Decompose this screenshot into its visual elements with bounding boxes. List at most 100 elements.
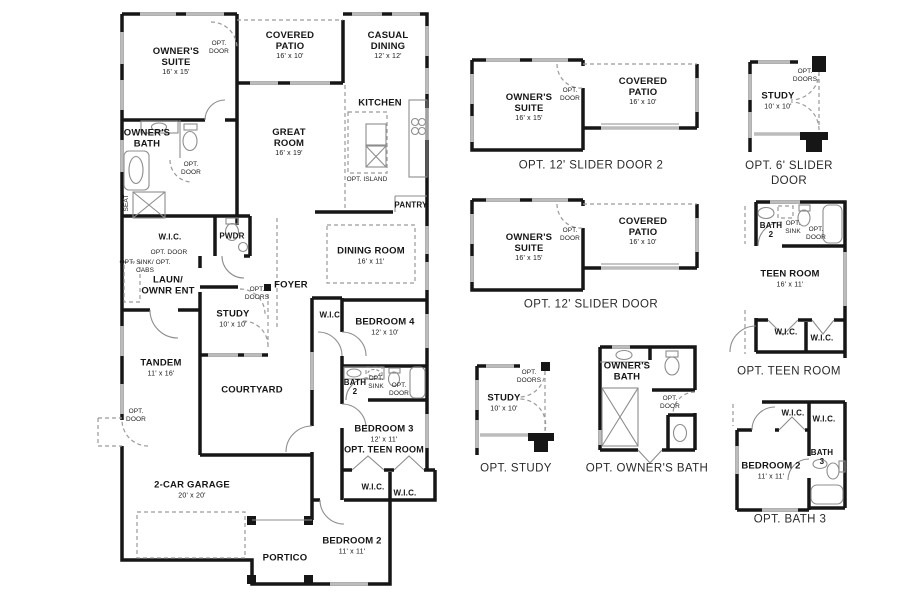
opt-door-annotation-wic: OPT. DOOR <box>150 249 188 257</box>
room-dims: 16' x 10' <box>629 99 657 107</box>
option-caption-teen-room: OPT. TEEN ROOM <box>737 365 841 378</box>
room-label-owners-suite: OWNER'S SUITE 16' x 15' <box>141 45 211 77</box>
room-dims: 10' x 10' <box>219 320 247 328</box>
opt-doors-annotation-slider6: OPT. DOORS <box>792 68 818 83</box>
room-name: COURTYARD <box>221 384 283 396</box>
opt-door-annotation-bath: OPT. DOOR <box>181 161 201 176</box>
room-dims: 16' x 10' <box>629 239 657 247</box>
main-door-arcs <box>149 99 425 525</box>
room-dims: 16' x 11' <box>776 280 804 288</box>
room-note: OPT. TEEN ROOM <box>344 445 424 456</box>
room-name: BATH 2 <box>343 378 367 396</box>
option-6-slider-shape <box>748 56 828 152</box>
opt-door-annotation-tandem: OPT. DOOR <box>126 408 146 423</box>
opt-dashed <box>556 63 697 89</box>
room-label-pantry: PANTRY <box>394 201 427 211</box>
optbath-windows <box>598 345 630 445</box>
room-label-courtyard: COURTYARD <box>221 384 283 397</box>
room-name: BEDROOM 3 <box>354 423 414 435</box>
option-caption-slider-door-2: OPT. 12' SLIDER DOOR 2 <box>518 159 664 172</box>
room-name: TEEN ROOM <box>760 268 820 280</box>
optstudy-dashed <box>518 370 547 432</box>
optstudy-windows <box>475 364 528 448</box>
room-dims: 16' x 15' <box>515 255 543 263</box>
opt-doors-annotation-study: OPT. DOORS <box>244 286 270 301</box>
main-plan-walls <box>97 12 437 586</box>
room-dims: 12' x 11' <box>370 436 398 444</box>
room-label-covered-patio: COVERED PATIO 16' x 10' <box>255 30 325 61</box>
room-label-tandem: TANDEM 11' x 16' <box>140 358 181 377</box>
room-name: COVERED PATIO <box>618 75 668 98</box>
room-name: OWNER'S SUITE <box>152 45 200 68</box>
teen-walls <box>754 200 847 358</box>
option-slider-door-shape <box>470 58 699 152</box>
room-label-laundry: LAUN/ OWNR ENT <box>138 274 198 296</box>
main-windows <box>120 12 429 586</box>
room-name: FOYER <box>274 279 308 291</box>
room-name: PORTICO <box>262 552 308 564</box>
room-dims: 16' x 11' <box>357 257 385 265</box>
room-dims: 10' x 10' <box>764 102 792 110</box>
room-name: BEDROOM 4 <box>355 316 415 328</box>
room-dims: 12' x 10' <box>371 328 399 336</box>
optbath-dashed <box>672 391 696 415</box>
opt-island-annotation: OPT. ISLAND <box>346 176 388 184</box>
room-label-bedroom4: BEDROOM 4 12' x 10' <box>355 317 414 336</box>
room-name: 2-CAR GARAGE <box>154 479 230 491</box>
room-dims: 20' x 20' <box>178 491 206 499</box>
room-name: LAUN/ OWNR ENT <box>141 274 195 296</box>
main-dashed-optional <box>97 19 416 559</box>
opt-teen-label-wic-b: W.I.C. <box>810 333 834 344</box>
wall-posts <box>247 284 313 584</box>
opt-bath3-label-wic-b: W.I.C. <box>812 414 836 425</box>
opt-bath3-label-bedroom2: BEDROOM 2 11' x 11' <box>741 461 800 480</box>
opt-bath3-label-wic-a: W.I.C. <box>781 408 805 419</box>
opt6-dashed <box>790 71 820 131</box>
teen-dashed <box>744 205 794 354</box>
room-name: TANDEM <box>140 357 182 369</box>
option-owners-bath-shape <box>598 345 697 464</box>
seat-annotation: SEAT <box>123 194 131 212</box>
opt-bath3-label-bath3: BATH 3 <box>808 448 836 467</box>
main-fixtures <box>123 99 428 399</box>
room-label-casual-dining: CASUAL DINING 12' x 12' <box>355 29 421 61</box>
room-label-bath2: BATH 2 <box>341 378 369 397</box>
room-label-kitchen: KITCHEN <box>358 98 402 110</box>
room-name: DINING ROOM <box>337 245 405 257</box>
opt-windows <box>470 58 699 142</box>
room-name: W.I.C. <box>319 310 343 320</box>
room-name: CASUAL DINING <box>367 29 409 52</box>
room-name: W.I.C. <box>158 232 182 242</box>
room-name: BATH 2 <box>759 221 783 239</box>
room-dims: 16' x 15' <box>515 115 543 123</box>
opt-teen-label-wic-a: W.I.C. <box>775 328 798 338</box>
opt6-windows <box>748 60 800 138</box>
opt-sink-annotation-teen: OPT. SINK <box>785 220 801 235</box>
room-label-bedroom3: BEDROOM 3 12' x 11' OPT. TEEN ROOM <box>344 423 424 456</box>
teen-fixtures <box>729 204 843 353</box>
option-caption-bath3: OPT. BATH 3 <box>753 513 827 526</box>
room-name: W.I.C. <box>361 482 385 492</box>
room-name: PWDR <box>219 231 245 241</box>
option-study-shape <box>475 362 554 455</box>
opt-doors-annotation-optstudy: OPT. DOORS <box>516 369 542 384</box>
room-name: OWNER'S SUITE <box>505 231 553 254</box>
room-name: W.I.C. <box>812 414 836 424</box>
option-caption-slider-door-6: OPT. 6' SLIDER DOOR <box>745 160 833 187</box>
opt-slider2-label-owners-suite: OWNER'S SUITE 16' x 15' <box>496 92 562 123</box>
opt-slider12-label-covered-patio: COVERED PATIO 16' x 10' <box>610 215 676 247</box>
room-name: W.I.C. <box>810 333 834 343</box>
room-dims: 10' x 10' <box>490 404 518 412</box>
opt-door-annotation-slider12: OPT. DOOR <box>560 227 580 242</box>
room-name: COVERED PATIO <box>618 215 668 238</box>
room-name: W.I.C. <box>393 488 417 498</box>
room-name: W.I.C. <box>781 408 805 418</box>
option-bath3-shape <box>732 400 847 512</box>
opt-teen-label-bath2: BATH 2 <box>757 221 785 240</box>
room-dims: 12' x 12' <box>374 53 402 61</box>
room-label-owners-bath: OWNER'S BATH <box>117 127 177 149</box>
room-dims: 11' x 16' <box>147 369 175 377</box>
room-label-foyer: FOYER <box>274 279 308 292</box>
option-teen-room-shape <box>729 200 847 358</box>
